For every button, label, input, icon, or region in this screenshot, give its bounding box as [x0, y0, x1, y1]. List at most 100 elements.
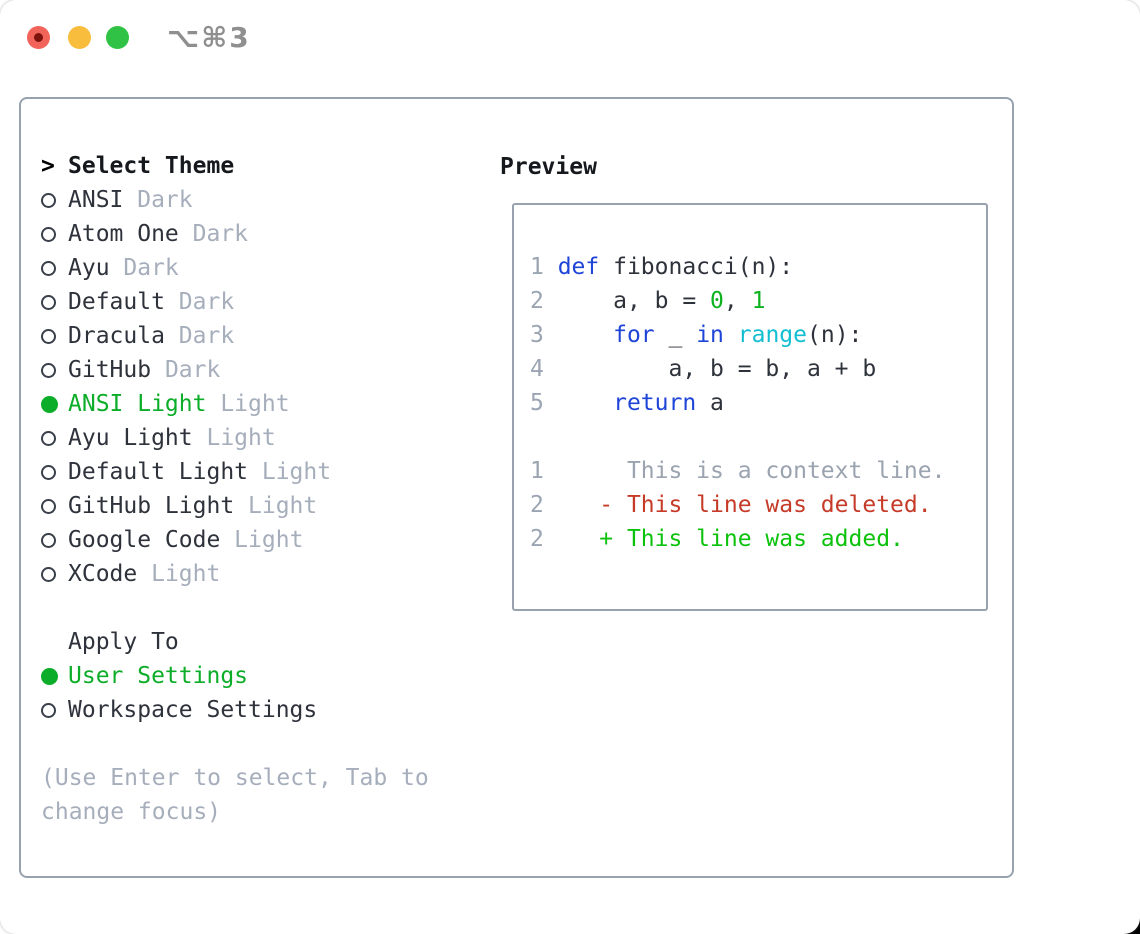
code-token: a, b = b, a + b	[557, 356, 877, 382]
code-token: return	[613, 390, 697, 416]
close-button-icon[interactable]	[27, 26, 50, 49]
code-token: This is a context line.	[557, 458, 946, 484]
theme-name: Default	[68, 289, 165, 315]
focus-caret-icon: >	[41, 153, 55, 179]
code-token: (n):	[807, 322, 863, 348]
code-token: - This line was deleted.	[557, 492, 932, 518]
theme-name: ANSI Light	[68, 391, 207, 417]
code-token: 0	[710, 288, 724, 314]
theme-name: Ayu Light	[68, 425, 193, 451]
theme-name: Atom One	[68, 221, 179, 247]
code-token: 1	[751, 288, 766, 314]
theme-list-item[interactable]: Atom One Dark	[41, 217, 491, 251]
theme-name: Ayu	[68, 255, 110, 281]
code-line: 2 a, b = 0, 1	[530, 288, 982, 322]
theme-list-item[interactable]: Dracula Dark	[41, 319, 491, 353]
line-number: 1	[530, 254, 558, 280]
line-number: 2	[530, 288, 558, 314]
line-number: 1	[530, 458, 558, 484]
theme-list-item[interactable]: ANSI Light Light	[41, 387, 491, 421]
code-token: in	[696, 322, 724, 348]
spacer	[41, 727, 491, 761]
theme-variant-badge: Light	[220, 527, 304, 553]
theme-name: Default Light	[68, 459, 249, 485]
theme-variant-badge: Dark	[123, 187, 193, 213]
theme-list-item[interactable]: Default Light Light	[41, 455, 491, 489]
code-blank-line	[530, 424, 982, 458]
code-line: 3 for _ in range(n):	[530, 322, 982, 356]
code-token: ,	[723, 288, 752, 314]
apply-to-option[interactable]: User Settings	[41, 659, 491, 693]
theme-list-item[interactable]: XCode Light	[41, 557, 491, 591]
theme-list-item[interactable]: Google Code Light	[41, 523, 491, 557]
code-token: for	[613, 322, 655, 348]
theme-variant-badge: Dark	[164, 323, 235, 349]
theme-name: ANSI	[68, 187, 124, 213]
apply-to-option-label: User Settings	[68, 663, 249, 689]
radio-unselected-icon	[41, 498, 56, 514]
theme-variant-badge: Light	[234, 493, 318, 519]
theme-list-item[interactable]: ANSI Dark	[41, 183, 491, 217]
apply-to-option[interactable]: Workspace Settings	[41, 693, 491, 727]
code-token	[558, 322, 613, 348]
zoom-button-icon[interactable]	[106, 26, 129, 49]
radio-unselected-icon	[41, 702, 56, 718]
radio-unselected-icon	[41, 532, 56, 548]
theme-variant-badge: Light	[248, 459, 332, 485]
radio-unselected-icon	[41, 328, 56, 344]
radio-unselected-icon	[41, 294, 56, 310]
radio-unselected-icon	[41, 260, 56, 276]
line-number: 2	[530, 492, 558, 518]
theme-variant-badge: Dark	[151, 357, 221, 383]
line-number: 4	[530, 356, 558, 382]
radio-unselected-icon	[41, 430, 56, 446]
theme-name: XCode	[68, 561, 138, 587]
theme-variant-badge: Dark	[109, 255, 179, 281]
theme-name: Google Code	[68, 527, 221, 553]
preview-title: Preview	[500, 154, 597, 180]
radio-unselected-icon	[41, 566, 56, 582]
radio-unselected-icon	[41, 362, 56, 378]
code-line: 5 return a	[530, 390, 982, 424]
theme-list-item[interactable]: GitHub Light Light	[41, 489, 491, 523]
theme-variant-badge: Dark	[178, 221, 249, 247]
theme-variant-badge: Light	[206, 391, 290, 417]
line-number: 2	[530, 526, 558, 552]
code-line: 2 + This line was added.	[530, 526, 982, 560]
line-number: 5	[530, 390, 558, 416]
radio-selected-icon	[41, 395, 58, 413]
line-number: 3	[530, 322, 558, 348]
theme-name: GitHub	[68, 357, 152, 383]
theme-list-item[interactable]: Default Dark	[41, 285, 491, 319]
code-line: 1 def fibonacci(n):	[530, 254, 982, 288]
code-token: def	[557, 254, 600, 280]
radio-unselected-icon	[41, 192, 56, 208]
theme-list-title: Select Theme	[68, 153, 235, 179]
radio-unselected-icon	[41, 464, 56, 480]
theme-list-item[interactable]: Ayu Dark	[41, 251, 491, 285]
theme-variant-badge: Light	[192, 425, 276, 451]
theme-list-item[interactable]: Ayu Light Light	[41, 421, 491, 455]
code-token	[724, 322, 738, 348]
titlebar: ⌥⌘3	[0, 0, 1140, 72]
code-line: 2 - This line was deleted.	[530, 492, 982, 526]
theme-list-item[interactable]: GitHub Dark	[41, 353, 491, 387]
code-token: fibonacci(n):	[599, 254, 794, 280]
radio-selected-icon	[41, 667, 58, 685]
radio-unselected-icon	[41, 226, 56, 242]
code-token: _	[654, 322, 697, 348]
code-token: a	[696, 390, 724, 416]
minimize-button-icon[interactable]	[68, 26, 91, 49]
theme-variant-badge: Dark	[164, 289, 235, 315]
code-token: a, b =	[557, 288, 711, 314]
theme-list-header-row: > Select Theme	[41, 149, 491, 183]
apply-to-title: Apply To	[68, 629, 179, 655]
code-token: range	[737, 322, 807, 348]
code-token	[558, 390, 613, 416]
